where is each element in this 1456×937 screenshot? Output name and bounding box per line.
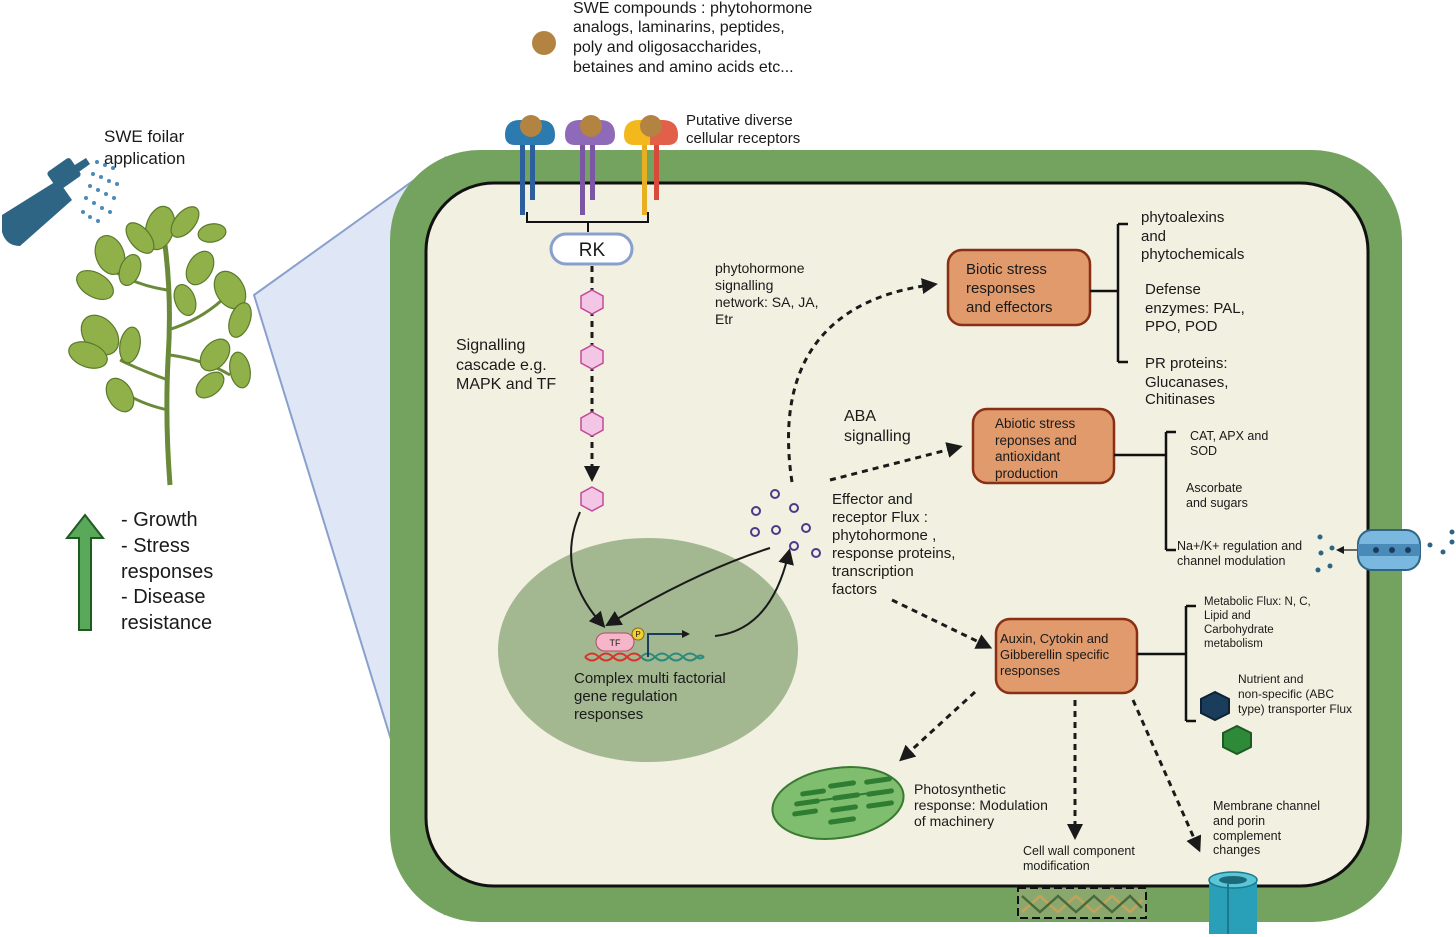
auxin-box [994,617,1139,695]
nucleus-label: Complex multi factorial gene regulation … [574,670,730,723]
porin-channel-icon [1208,871,1258,934]
effector-flux-label: Effector and receptor Flux : phytohormon… [832,491,960,598]
ions [1315,529,1455,573]
route-to-membrane [1131,699,1202,853]
membrane-channel-label: Membrane channel and porin complement ch… [1213,799,1324,857]
outcomes-list: - Growth - Stress responses - Disease re… [121,509,219,634]
cascade-node [580,486,604,512]
cascade-to-tf-arrow [570,511,606,629]
phosphate-label: P [635,630,640,639]
biotic-bracket [1090,222,1128,364]
auxin-box-label: Auxin, Cytokin and Gibberellin specific … [1000,631,1113,678]
dna-helix [584,652,705,662]
auxin-bracket [1137,604,1196,723]
metabolic-flux-label: Metabolic Flux: N, C, Lipid and Carbohyd… [1204,596,1314,650]
cat-apx-sod-label: CAT, APX and SOD [1190,429,1272,458]
compound-on-receptor [580,115,602,137]
ascorbate-label: Ascorbate and sugars [1186,481,1248,510]
receptor-bracket [526,212,649,232]
cascade-node [580,289,604,315]
cascade-node [580,344,604,370]
sprayer-icon [2,158,119,246]
tomato-plant-icon [68,205,252,486]
cell-wall-label: Cell wall component modification [1023,844,1138,873]
cascade-node [580,411,604,437]
photosynthetic-label: Photosynthetic response: Modulation of m… [914,781,1052,829]
compound-on-receptor [640,115,662,137]
swe-compounds-label: SWE compounds : phytohormone analogs, la… [573,0,817,76]
transporter-green-icon [1222,724,1252,756]
swe-compound-icon [532,31,556,55]
flux-to-tf-arrow [605,547,771,627]
phytoalexins-label: phytoalexins and phytochemicals [1141,209,1244,263]
abiotic-bracket [1114,430,1176,552]
route-to-biotic [787,278,938,483]
receptors-label: Putative diverse cellular receptors [686,112,800,147]
gene-to-flux-arrow [714,548,794,637]
abiotic-box-label: Abiotic stress reponses and antioxidant … [995,416,1081,481]
transcription-start-arrow [647,630,690,657]
ion-channel-icon [1357,529,1421,571]
pr-proteins-label: PR proteins: Glucanases, Chitinases [1145,355,1233,408]
phosphate-group [631,627,645,641]
cell-wall-segment-icon [1017,887,1147,919]
tf-label: TF [610,638,621,648]
aba-signalling-label: ABA signalling [844,408,911,445]
compound-on-receptor [520,115,542,137]
growth-up-arrow [64,513,106,631]
abiotic-box [971,407,1116,485]
tf-protein [595,632,635,652]
route-to-photosynthesis [899,690,977,762]
rk-label: RK [579,240,606,261]
chloroplast-icon [771,766,905,840]
nutrient-flux-label: Nutrient and non-specific (ABC type) tra… [1238,672,1352,716]
signalling-cascade-label: Signalling cascade e.g. MAPK and TF [456,337,556,393]
transporter-dark-icon [1200,690,1230,722]
defense-enzymes-label: Defense enzymes: PAL, PPO, POD [1145,281,1249,335]
rk-box [549,232,634,266]
biotic-box [946,248,1092,327]
flux-molecules [750,489,821,558]
foliar-application-label: SWE foilar application [104,127,189,168]
phytohormone-network-label: phytohormone signalling network: SA, JA,… [715,260,822,327]
biotic-box-label: Biotic stress responses and effectors [966,261,1052,316]
na-k-regulation-label: Na+/K+ regulation and channel modulation [1177,539,1306,568]
